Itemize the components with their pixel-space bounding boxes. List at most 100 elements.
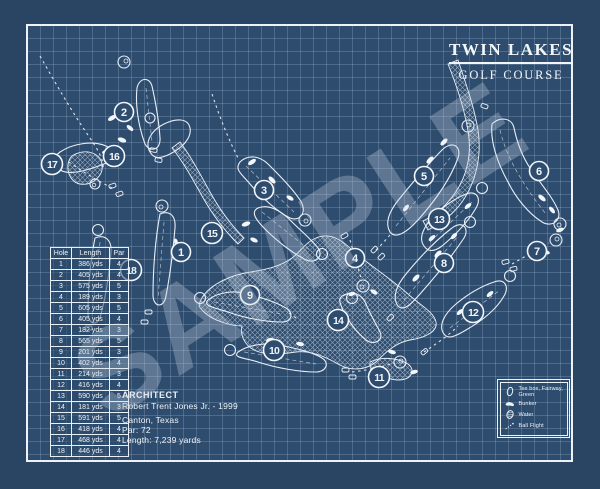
cell-length: 418 yds (71, 423, 110, 435)
legend-inner-border: Tee box, Fairway, Green Bunker Water Bal… (499, 381, 568, 436)
legend-label: Ball Flight (518, 422, 544, 429)
cell-hole: 6 (50, 313, 72, 325)
architect-heading: ARCHITECT (122, 390, 179, 400)
cell-hole: 3 (50, 280, 72, 292)
hole-marker-4: 4 (344, 247, 366, 269)
cell-par: 4 (109, 313, 129, 325)
svg-text:16: 16 (109, 151, 120, 163)
hole-marker-16: 16 (102, 144, 126, 168)
stream (171, 141, 245, 245)
cell-par: 4 (109, 258, 129, 270)
legend-label: Water (518, 411, 534, 418)
architect-name: Robert Trent Jones Jr. - 1999 (122, 400, 238, 411)
tee-fairway-green-icon (506, 387, 513, 397)
svg-text:8: 8 (441, 258, 447, 270)
cell-length: 182 yds (71, 324, 110, 336)
architect-location: Canton, Texas (122, 414, 179, 425)
cell-hole: 18 (50, 445, 72, 457)
legend-item-ball-flight: Ball Flight (504, 420, 564, 431)
cell-length: 468 yds (71, 434, 110, 446)
cell-length: 181 yds (71, 401, 110, 413)
cell-length: 590 yds (71, 390, 110, 402)
river (422, 59, 480, 231)
cell-length: 402 yds (71, 357, 110, 369)
course-length: Length: 7,239 yards (122, 434, 201, 445)
legend-item-bunker: Bunker (504, 398, 564, 409)
hole-marker-12: 12 (461, 300, 485, 324)
svg-text:10: 10 (269, 345, 280, 357)
cell-par: 5 (109, 280, 129, 292)
cell-hole: 7 (50, 324, 72, 336)
cell-length: 591 yds (71, 412, 110, 424)
svg-text:3: 3 (261, 185, 267, 197)
cell-length: 565 yds (71, 335, 110, 347)
cell-par: 4 (109, 269, 129, 281)
cell-hole: 12 (50, 379, 72, 391)
course-subtitle: GOLF COURSE (458, 68, 564, 82)
cell-hole: 15 (50, 412, 72, 424)
cell-length: 446 yds (71, 445, 110, 457)
cell-hole: 13 (50, 390, 72, 402)
cell-par: 4 (109, 445, 129, 457)
hole-marker-11: 11 (367, 365, 391, 389)
svg-text:2: 2 (121, 107, 127, 119)
hole-marker-6: 6 (528, 160, 550, 182)
legend-label: Bunker (518, 400, 537, 407)
cell-par: 5 (109, 302, 129, 314)
legend-label: Tee box, Fairway, Green (518, 385, 563, 398)
svg-text:15: 15 (207, 228, 218, 240)
cell-par: 3 (109, 368, 129, 380)
cell-hole: 1 (50, 258, 72, 270)
cell-hole: 2 (50, 269, 72, 281)
bunker-icon (505, 402, 514, 407)
cell-par: 5 (109, 335, 129, 347)
cell-hole: 14 (50, 401, 72, 413)
hole-marker-3: 3 (253, 179, 275, 201)
cell-par: 4 (109, 379, 129, 391)
cell-length: 605 yds (71, 302, 110, 314)
cell-par: 3 (109, 346, 129, 358)
hole-marker-2: 2 (113, 101, 135, 123)
cell-length: 214 yds (71, 368, 110, 380)
cell-length: 189 yds (71, 291, 110, 303)
cell-hole: 9 (50, 346, 72, 358)
svg-text:17: 17 (47, 159, 58, 171)
water-areas (67, 59, 480, 381)
course-par: Par: 72 (122, 424, 151, 435)
cell-length: 201 yds (71, 346, 110, 358)
hole-marker-13: 13 (427, 207, 451, 231)
svg-text:13: 13 (434, 214, 445, 226)
scorecard-header-row: Hole Length Par (50, 247, 129, 259)
hole-marker-9: 9 (239, 284, 261, 306)
architect-block: ARCHITECT Robert Trent Jones Jr. - 1999 … (122, 390, 238, 445)
cell-par: 3 (109, 324, 129, 336)
cell-length: 575 yds (71, 280, 110, 292)
cell-length: 405 yds (71, 269, 110, 281)
ball-flight-icon (504, 423, 514, 430)
svg-text:7: 7 (534, 246, 540, 258)
cell-par: 4 (109, 357, 129, 369)
hole-marker-5: 5 (413, 165, 435, 187)
svg-text:4: 4 (352, 253, 359, 265)
svg-text:1: 1 (178, 247, 184, 259)
legend-item-tee-fairway-green: Tee box, Fairway, Green (504, 386, 564, 399)
legend-box: Tee box, Fairway, Green Bunker Water Bal… (497, 379, 570, 438)
water-icon (505, 410, 514, 420)
title-block: TWIN LAKES GOLF COURSE (431, 40, 591, 83)
header-hole: Hole (50, 247, 72, 259)
